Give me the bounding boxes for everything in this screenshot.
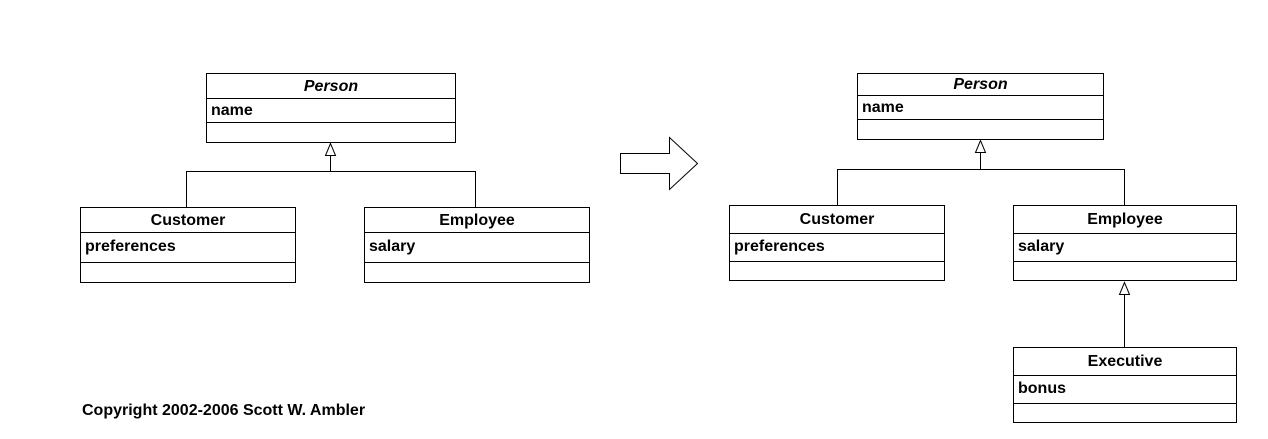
left-employee-class: Employee salary [364, 207, 590, 283]
class-operations-compartment [81, 263, 295, 273]
class-attribute: name [858, 96, 1103, 120]
class-operations-compartment [858, 120, 1103, 130]
class-name: Executive [1014, 348, 1236, 376]
class-attribute: salary [365, 233, 589, 263]
refactoring-arrow-icon [620, 136, 699, 191]
class-name: Employee [365, 208, 589, 233]
executive-generalization-arrowhead [1118, 281, 1131, 295]
right-person-class: Person name [857, 73, 1104, 140]
class-operations-compartment [207, 123, 455, 133]
class-attribute: salary [1014, 234, 1236, 262]
class-attribute: preferences [730, 234, 944, 262]
class-name: Customer [730, 206, 944, 234]
copyright-notice: Copyright 2002-2006 Scott W. Ambler [82, 402, 366, 419]
class-attribute: preferences [81, 233, 295, 263]
left-customer-class: Customer preferences [80, 207, 296, 283]
class-attribute: bonus [1014, 376, 1236, 404]
right-employee-class: Employee salary [1013, 205, 1237, 281]
class-operations-compartment [1014, 404, 1236, 414]
right-executive-class: Executive bonus [1013, 347, 1237, 423]
right-inheritance-connectors [837, 139, 1131, 347]
class-operations-compartment [365, 263, 589, 273]
left-generalization-arrowhead [324, 142, 337, 156]
class-name: Person [207, 74, 455, 99]
class-operations-compartment [1014, 262, 1236, 272]
left-inheritance-connectors [186, 142, 476, 207]
class-name: Person [858, 74, 1103, 96]
right-customer-class: Customer preferences [729, 205, 945, 281]
class-attribute: name [207, 99, 455, 123]
right-generalization-arrowhead [974, 139, 987, 153]
class-operations-compartment [730, 262, 944, 272]
left-person-class: Person name [206, 73, 456, 143]
class-name: Employee [1014, 206, 1236, 234]
class-name: Customer [81, 208, 295, 233]
